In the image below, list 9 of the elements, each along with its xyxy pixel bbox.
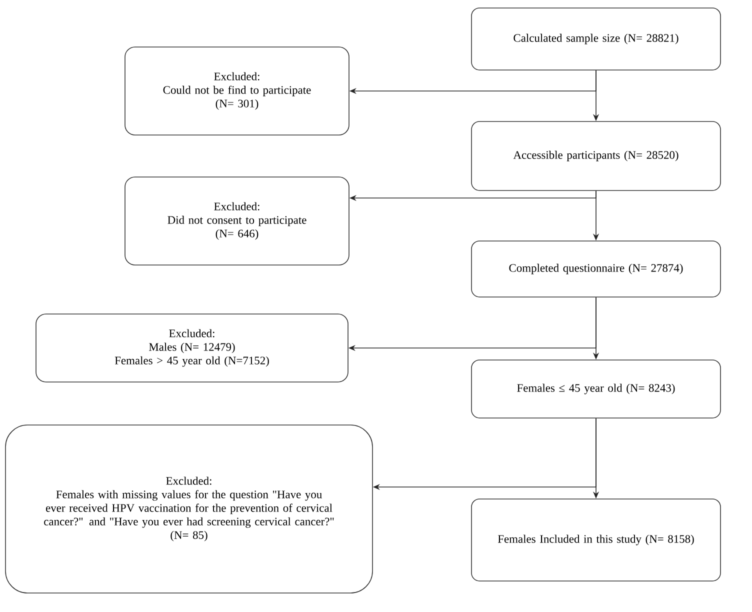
exclusion-box: Excluded: Females with missing values for the question "Have you ever received HPV vaccination for the prevention of cervical cancer?" and "Have you ever had screening cervical cancer?" (N= 85) <box>5 424 373 594</box>
process-box: Accessible participants (N= 28520) <box>471 121 721 191</box>
process-box: Females ≤ 45 year old (N= 8243) <box>471 360 721 418</box>
exclusion-box: Excluded: Could not be find to participate (N= 301) <box>124 46 350 136</box>
process-box: Calculated sample size (N= 28821) <box>471 8 721 70</box>
process-box: Females Included in this study (N= 8158) <box>471 498 721 582</box>
process-box: Completed questionnaire (N= 27874) <box>471 240 721 298</box>
exclusion-box: Excluded: Did not consent to participate (N= 646) <box>124 176 350 266</box>
exclusion-box: Excluded: Males (N= 12479) Females > 45 year old (N=7152) <box>36 314 348 382</box>
